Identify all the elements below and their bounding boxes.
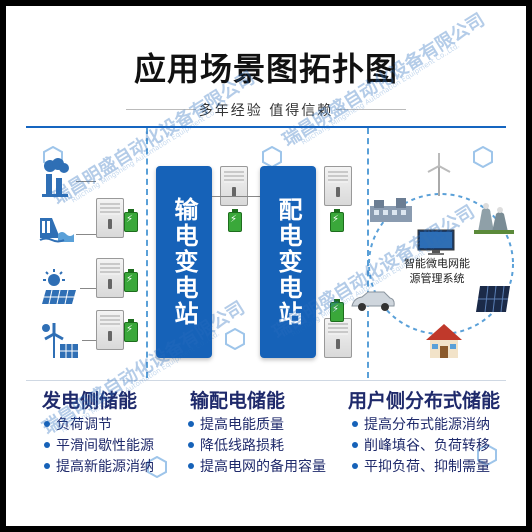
- section-item-text: 削峰填谷、负荷转移: [364, 438, 490, 454]
- bullet-dot-icon: [352, 463, 358, 469]
- section-item-text: 负荷调节: [56, 417, 112, 433]
- bullet-dot-icon: [352, 421, 358, 427]
- distribution-substation-label: 配电变电站: [274, 197, 302, 327]
- connector-line: [76, 181, 96, 182]
- connector-line: [80, 288, 96, 289]
- center-system-label: 智能微电网能 源管理系统: [392, 256, 482, 286]
- nuclear-plant-icon: [474, 203, 514, 234]
- section-item-text: 提高电网的备用容量: [200, 459, 326, 475]
- subtitle-line-left: [126, 109, 196, 110]
- battery-icon: [228, 209, 242, 232]
- section-title-generation: 发电侧储能: [42, 390, 138, 412]
- section-item-text: 平抑负荷、抑制需量: [364, 459, 490, 475]
- section-item: 提高分布式能源消纳: [352, 414, 490, 434]
- separator-left: [146, 128, 148, 378]
- connector-line: [76, 234, 96, 235]
- center-label-line1: 智能微电网能: [404, 257, 470, 270]
- page-subtitle: 多年经验 值得信赖: [198, 103, 334, 119]
- section-item: 提高电网的备用容量: [188, 456, 326, 476]
- section-item: 削峰填谷、负荷转移: [352, 435, 490, 455]
- section-item: 提高电能质量: [188, 414, 284, 434]
- wind-turbine-icon: [427, 153, 451, 196]
- section-item-text: 提高分布式能源消纳: [364, 417, 490, 433]
- hex-logo-icon: [262, 146, 282, 168]
- hex-logo-icon: [147, 456, 167, 478]
- section-item: 提高新能源消纳: [44, 456, 154, 476]
- section-item: 负荷调节: [44, 414, 112, 434]
- bullet-dot-icon: [188, 442, 194, 448]
- bullet-dot-icon: [44, 442, 50, 448]
- factory-icon: [370, 198, 412, 222]
- microgrid-ring: [368, 193, 514, 335]
- storage-cabinet-icon: [96, 198, 124, 238]
- electric-car-icon: [351, 291, 395, 311]
- solar-sun-icon: [42, 269, 76, 305]
- section-item-text: 提高新能源消纳: [56, 459, 154, 475]
- battery-icon: [330, 209, 344, 232]
- section-title-transmission: 输配电储能: [190, 390, 286, 412]
- subtitle-line-right: [336, 109, 406, 110]
- storage-cabinet-icon: [220, 166, 248, 206]
- storage-cabinet-icon: [96, 310, 124, 350]
- bottom-divider: [26, 380, 506, 381]
- battery-icon: [124, 209, 138, 232]
- bullet-dot-icon: [44, 463, 50, 469]
- section-item: 降低线路损耗: [188, 435, 284, 455]
- solar-panel-icon: [476, 285, 510, 313]
- bullet-dot-icon: [44, 421, 50, 427]
- separator-right: [367, 128, 369, 378]
- hex-logo-icon: [473, 146, 493, 168]
- bullet-dot-icon: [188, 463, 194, 469]
- house-icon: [426, 324, 462, 358]
- monitor-icon: [417, 229, 455, 255]
- storage-cabinet-icon: [96, 258, 124, 298]
- section-item-text: 降低线路损耗: [200, 438, 284, 454]
- hydro-dam-icon: [39, 218, 74, 243]
- bullet-dot-icon: [188, 421, 194, 427]
- battery-icon: [124, 319, 138, 342]
- section-item: 平抑负荷、抑制需量: [352, 456, 490, 476]
- hex-logo-icon: [477, 444, 497, 466]
- distribution-substation-box: 配电变电站: [260, 166, 316, 358]
- connector-line: [82, 340, 96, 341]
- power-plant-icon: [42, 158, 69, 197]
- storage-cabinet-icon: [324, 166, 352, 206]
- section-item-text: 提高电能质量: [200, 417, 284, 433]
- transmission-substation-label: 输电变电站: [170, 197, 198, 327]
- diagram-canvas: 应用场景图拓扑图 多年经验 值得信赖: [6, 6, 526, 526]
- connector-line: [212, 196, 260, 197]
- section-item: 平滑间歇性能源: [44, 435, 154, 455]
- battery-icon: [124, 269, 138, 292]
- bullet-dot-icon: [352, 442, 358, 448]
- page-title: 应用场景图拓扑图: [133, 50, 398, 88]
- transmission-substation-box: 输电变电站: [156, 166, 212, 358]
- center-label-line2: 源管理系统: [409, 272, 465, 285]
- battery-icon: [330, 299, 344, 322]
- section-title-user-side: 用户侧分布式储能: [348, 390, 501, 412]
- hex-logo-icon: [225, 328, 245, 350]
- section-item-text: 平滑间歇性能源: [56, 438, 154, 454]
- storage-cabinet-icon: [324, 318, 352, 358]
- top-divider: [26, 126, 506, 128]
- solar-wind-icon: [42, 323, 78, 358]
